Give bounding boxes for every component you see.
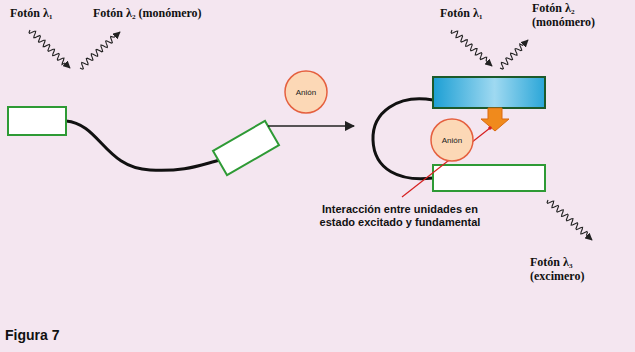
anion-label: Anión: [442, 136, 462, 145]
ground-state-unit: [433, 165, 545, 191]
reaction-arrow: [268, 125, 354, 127]
photon-label: Fotón λ₁: [440, 7, 520, 21]
leader-dot: [488, 126, 492, 130]
fluorophore-unit: [213, 121, 279, 175]
interaction-arrow: [481, 108, 509, 131]
anion-label: Anión: [296, 88, 316, 97]
figure-caption: Figura 7: [5, 327, 59, 343]
excited-unit: [433, 77, 545, 108]
annotation: Interacción entre unidades en estado exc…: [305, 203, 495, 228]
photon-arrow: [500, 40, 528, 69]
photon-label: Fotón λ₂ (monómero): [93, 7, 263, 21]
anion-circle: Anión: [284, 70, 328, 114]
leader-line: [402, 128, 490, 197]
circle-shape: [285, 71, 327, 113]
fluorophore-unit: [8, 107, 66, 135]
anion-circle: Anión: [430, 118, 474, 162]
photon-arrow: [451, 30, 492, 66]
circle-shape: [431, 119, 473, 161]
photon-arrow: [80, 32, 120, 69]
photon-arrow: [547, 200, 592, 240]
photon-label: Fotón λ₁: [10, 7, 90, 21]
photon-label: Fotón λ₂ (monómero): [532, 2, 612, 30]
photon-arrow: [29, 30, 70, 68]
linker-chain: [373, 99, 433, 179]
photon-label: Fotón λ₃ (excimero): [530, 256, 610, 284]
linker-chain: [66, 121, 220, 170]
